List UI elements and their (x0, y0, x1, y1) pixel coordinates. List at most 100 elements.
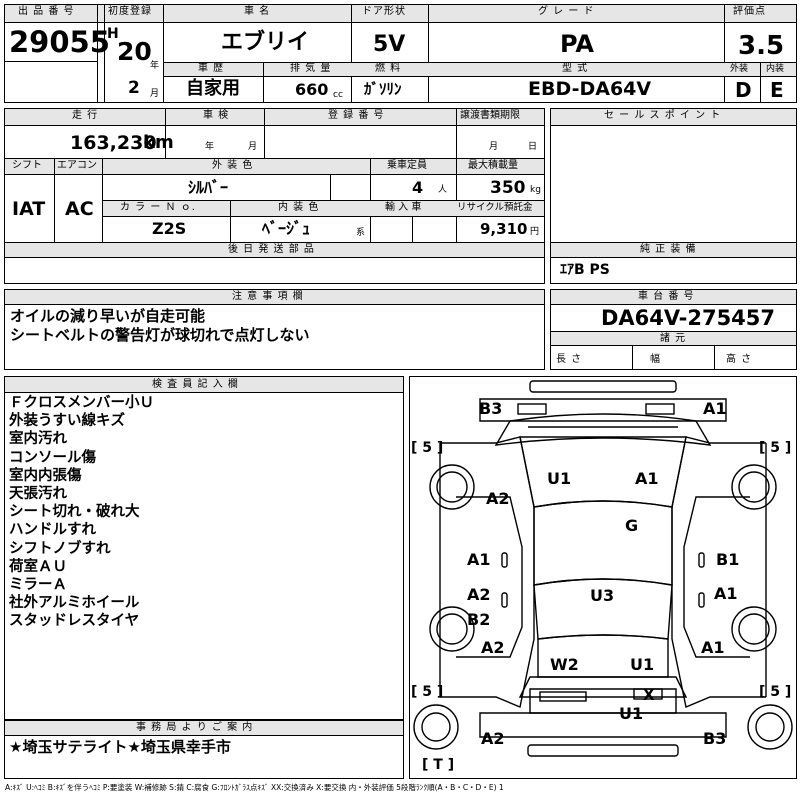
inspector-line: 社外アルミホイール (9, 595, 140, 612)
model: EBD-DA64V (528, 78, 652, 100)
grade: PA (560, 30, 594, 58)
inspector-line: シート切れ・破れ大 (9, 504, 140, 521)
chassis-label: 車 台 番 号 (638, 291, 695, 302)
interior-score: E (770, 78, 784, 102)
sales-point-label: セ ー ル ス ポ イ ン ト (604, 110, 722, 121)
lot-no: 29055 (9, 25, 110, 59)
notes-box (4, 289, 545, 370)
year-unit: 年 (150, 61, 160, 71)
history-label: 車 歴 (198, 63, 225, 74)
mileage-unit: km (143, 132, 174, 153)
inspector-line: ハンドルすれ (9, 522, 96, 539)
mileage-label: 走 行 (72, 110, 99, 121)
tire-mark: [ 5 ] (411, 684, 444, 700)
inspector-line: 荷室ＡＵ (9, 558, 67, 575)
damage-mark: U3 (590, 586, 615, 605)
shift: IAT (12, 198, 46, 220)
damage-mark: B3 (703, 729, 727, 748)
inspector-line: ミラーＡ (9, 577, 67, 594)
int-color-unit: 系 (356, 228, 366, 238)
car-diagram (413, 380, 793, 757)
displacement-label: 排 気 量 (290, 63, 332, 74)
inspector-line: コンソール傷 (9, 449, 96, 466)
damage-mark: A1 (714, 584, 738, 603)
capacity-unit: 人 (438, 185, 448, 195)
max-load: 350 (490, 178, 526, 198)
inspector-line: スタッドレスタイヤ (9, 613, 140, 630)
damage-diagram-box (409, 376, 797, 779)
damage-mark: U1 (630, 655, 655, 674)
specs-label: 諸 元 (660, 333, 687, 344)
capacity-label: 乗車定員 (387, 160, 427, 171)
chassis-box (550, 289, 797, 370)
height-label: 高 さ (726, 354, 753, 365)
length-label: 長 さ (556, 354, 583, 365)
fuel-label: 燃 料 (375, 63, 402, 74)
ac-label: エアコン (57, 160, 97, 171)
notes-line-1: オイルの減り早いが自走可能 (10, 307, 206, 325)
int-color: ﾍﾞｰｼﾞｭ (262, 219, 311, 238)
score-label: 評価点 (733, 6, 766, 17)
transfer-label: 譲渡書類期限 (460, 110, 520, 121)
damage-mark: A1 (703, 399, 727, 418)
damage-mark: A2 (481, 729, 505, 748)
transfer-day-unit: 日 (528, 142, 538, 152)
score: 3.5 (738, 31, 785, 61)
reg-month: 2 (128, 78, 140, 98)
inspection-month-unit: 月 (248, 142, 258, 152)
exterior-score: D (735, 78, 752, 102)
equipment: ｴｱB PS (560, 262, 610, 278)
recycle: 9,310 (480, 220, 528, 238)
int-color-label: 内 装 色 (278, 202, 320, 213)
ac: AC (65, 198, 94, 220)
inspector-box (4, 376, 404, 720)
ext-color: ｼﾙﾊﾞｰ (188, 178, 229, 197)
tire-mark: [ 5 ] (411, 440, 444, 456)
header-table (4, 4, 797, 103)
office-box (4, 720, 404, 779)
damage-mark: A2 (486, 489, 510, 508)
inspector-line: シフトノブすれ (9, 540, 111, 557)
recycle-unit: 円 (530, 227, 540, 237)
office-text: ★埼玉サテライト★埼玉県幸手市 (9, 738, 231, 756)
era: H (107, 26, 119, 42)
color-no-label: カ ラ ー Ｎ ｏ. (120, 202, 196, 213)
reg-year: 20 (117, 37, 152, 66)
mileage: 163,230 (70, 132, 157, 154)
notes-line-2: シートベルトの警告灯が球切れで点灯しない (10, 326, 310, 344)
width-label: 幅 (650, 354, 661, 365)
car-name: エブリイ (221, 30, 310, 55)
ext-color-label: 外 装 色 (212, 160, 254, 171)
damage-mark: U1 (619, 704, 644, 723)
first-reg-label: 初度登録 (108, 6, 152, 17)
max-load-label: 最大積載量 (468, 160, 518, 171)
history: 自家用 (186, 78, 240, 99)
inspector-line: 外装うすい線キズ (9, 413, 125, 430)
sales-point-box (550, 108, 797, 284)
damage-mark: U1 (547, 469, 572, 488)
tire-mark: [ T ] (422, 757, 455, 773)
inspection-label: 車 検 (203, 110, 230, 121)
inspector-label: 検 査 員 記 入 欄 (152, 379, 239, 390)
car-name-label: 車 名 (244, 6, 271, 17)
damage-mark: G (625, 516, 639, 535)
lot-no-label: 出 品 番 号 (18, 6, 75, 17)
damage-mark: A2 (481, 638, 505, 657)
displacement-unit: cc (333, 90, 343, 100)
plate-label: 登 録 番 号 (328, 110, 385, 121)
legend: A:ｷｽﾞ U:ﾍｺﾐ B:ｷｽﾞを伴うﾍｺﾐ P:要塗装 W:補修跡 S:錆 … (5, 783, 504, 792)
tire-mark: [ 5 ] (759, 684, 792, 700)
inspector-line: 室内内張傷 (9, 467, 82, 484)
damage-mark: A2 (467, 585, 491, 604)
damage-mark: B1 (716, 550, 740, 569)
grade-label: グ レ ー ド (538, 6, 595, 17)
damage-mark: X (643, 686, 655, 704)
damage-mark: W2 (550, 655, 579, 674)
damage-mark: A1 (467, 550, 491, 569)
office-label: 事 務 局 よ り ご 案 内 (136, 722, 254, 733)
chassis-number: DA64V-275457 (601, 306, 776, 330)
door-label: ドア形状 (362, 6, 406, 17)
month-unit: 月 (150, 89, 160, 99)
exterior-label: 外装 (730, 64, 749, 74)
inspector-notes: Ｆクロスメンバー小Ｕ 外装うすい線キズ 室内汚れ コンソール傷 室内内張傷 天張… (9, 394, 154, 631)
